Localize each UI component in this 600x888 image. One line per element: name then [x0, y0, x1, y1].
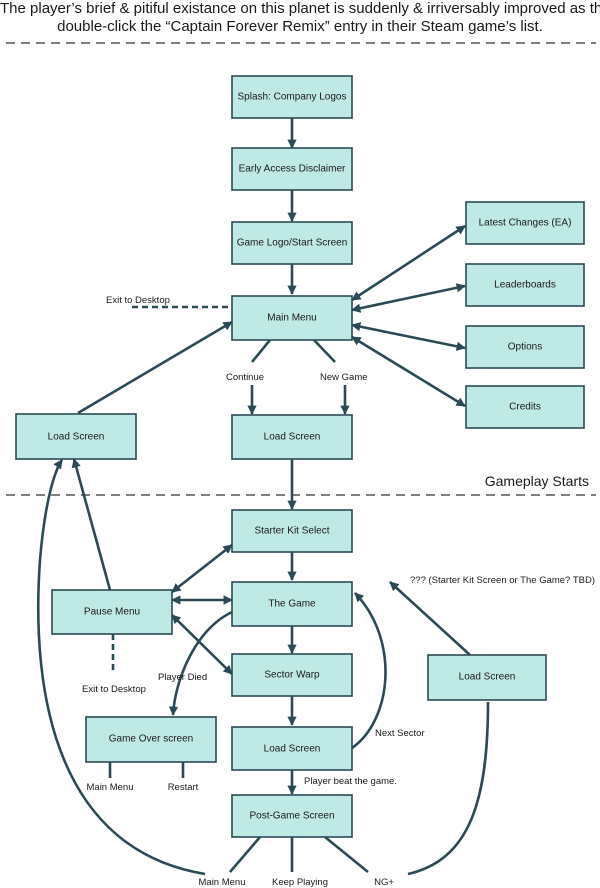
svg-text:Credits: Credits [509, 402, 541, 413]
label-gameover-restart: Restart [168, 782, 199, 793]
node-load-screen-left: Load Screen [15, 413, 137, 460]
node-leaderboards: Leaderboards [465, 263, 585, 307]
svg-text:Starter Kit Select: Starter Kit Select [254, 526, 329, 537]
node-load-screen-lower: Load Screen [231, 726, 353, 771]
label-next-sector: Next Sector [375, 728, 425, 739]
node-credits: Credits [465, 385, 585, 429]
svg-text:Sector Warp: Sector Warp [264, 670, 320, 681]
svg-text:Options: Options [508, 342, 542, 353]
gameplay-starts-label: Gameplay Starts [485, 473, 589, 489]
node-post-game-screen: Post-Game Screen [231, 794, 353, 838]
node-early-access-disclaimer: Early Access Disclaimer [231, 147, 353, 191]
svg-text:Load Screen: Load Screen [264, 744, 321, 755]
edge-mainmenu-leaderboards [351, 283, 466, 313]
edge-pause-to-leftload [71, 458, 112, 591]
svg-text:The Game: The Game [268, 599, 316, 610]
node-main-menu: Main Menu [231, 295, 353, 341]
edge-pause-sectorwarp [171, 614, 233, 675]
edge-mainmenu-continue-a [250, 339, 272, 363]
svg-text:Load Screen: Load Screen [459, 672, 516, 683]
label-postgame-ng-plus: NG+ [374, 877, 394, 888]
label-tbd: ??? (Starter Kit Screen or The Game? TBD… [410, 575, 595, 586]
edge-ngplus-to-rightload [407, 701, 490, 876]
svg-text:Pause Menu: Pause Menu [84, 607, 140, 618]
node-latest-changes: Latest Changes (EA) [465, 201, 585, 245]
label-postgame-keep-playing: Keep Playing [272, 877, 328, 888]
node-game-logo-start: Game Logo/Start Screen [231, 221, 353, 265]
svg-text:Game Logo/Start Screen: Game Logo/Start Screen [237, 238, 348, 249]
edge-mainmenu-credits [351, 335, 466, 408]
svg-text:Main Menu: Main Menu [267, 313, 316, 324]
svg-text:Leaderboards: Leaderboards [494, 280, 556, 291]
edge-player-died [168, 610, 233, 716]
label-gameover-main-menu: Main Menu [87, 782, 134, 793]
header-line-2: double-click the “Captain Forever Remix”… [57, 18, 543, 35]
node-load-screen-right: Load Screen [427, 654, 547, 701]
edge-postgame-ngplus [324, 835, 369, 874]
svg-text:Load Screen: Load Screen [264, 432, 321, 443]
label-player-beat-game: Player beat the game. [304, 776, 397, 787]
edge-postgame-mainmenu [229, 836, 261, 873]
svg-text:Splash: Company Logos: Splash: Company Logos [238, 92, 347, 103]
svg-text:Latest Changes (EA): Latest Changes (EA) [479, 218, 572, 229]
edge-starterkit-pause [171, 543, 233, 594]
header-caption: The player’s brief & pitiful existance o… [0, 0, 600, 36]
header-line-1: The player’s brief & pitiful existance o… [0, 0, 600, 17]
node-sector-warp: Sector Warp [231, 653, 353, 697]
node-pause-menu: Pause Menu [51, 589, 173, 635]
label-new-game: New Game [320, 372, 368, 383]
label-player-died: Player Died [158, 672, 207, 683]
node-starter-kit-select: Starter Kit Select [231, 509, 353, 553]
svg-text:Load Screen: Load Screen [48, 432, 105, 443]
node-splash: Splash: Company Logos [231, 75, 353, 119]
svg-text:Early Access Disclaimer: Early Access Disclaimer [239, 164, 346, 175]
edge-next-sector-loop [351, 592, 387, 750]
svg-text:Game Over screen: Game Over screen [109, 734, 193, 745]
edge-bottom-mainmenu-to-leftload [36, 459, 206, 876]
node-game-over-screen: Game Over screen [85, 716, 217, 763]
edge-mainmenu-options [351, 322, 466, 351]
edge-mainmenu-newgame-a [313, 339, 336, 363]
label-exit-to-desktop-top: Exit to Desktop [106, 295, 170, 306]
node-the-game: The Game [231, 581, 353, 627]
node-load-screen-center: Load Screen [231, 414, 353, 460]
label-postgame-main-menu: Main Menu [199, 877, 246, 888]
edges [36, 118, 490, 876]
svg-text:Post-Game Screen: Post-Game Screen [249, 811, 334, 822]
edge-leftload-to-mainmenu [77, 320, 233, 415]
label-exit-to-desktop-pause: Exit to Desktop [82, 684, 146, 695]
node-options: Options [465, 325, 585, 369]
edge-rightload-to-tbd [389, 581, 471, 656]
label-continue: Continue [226, 372, 264, 383]
